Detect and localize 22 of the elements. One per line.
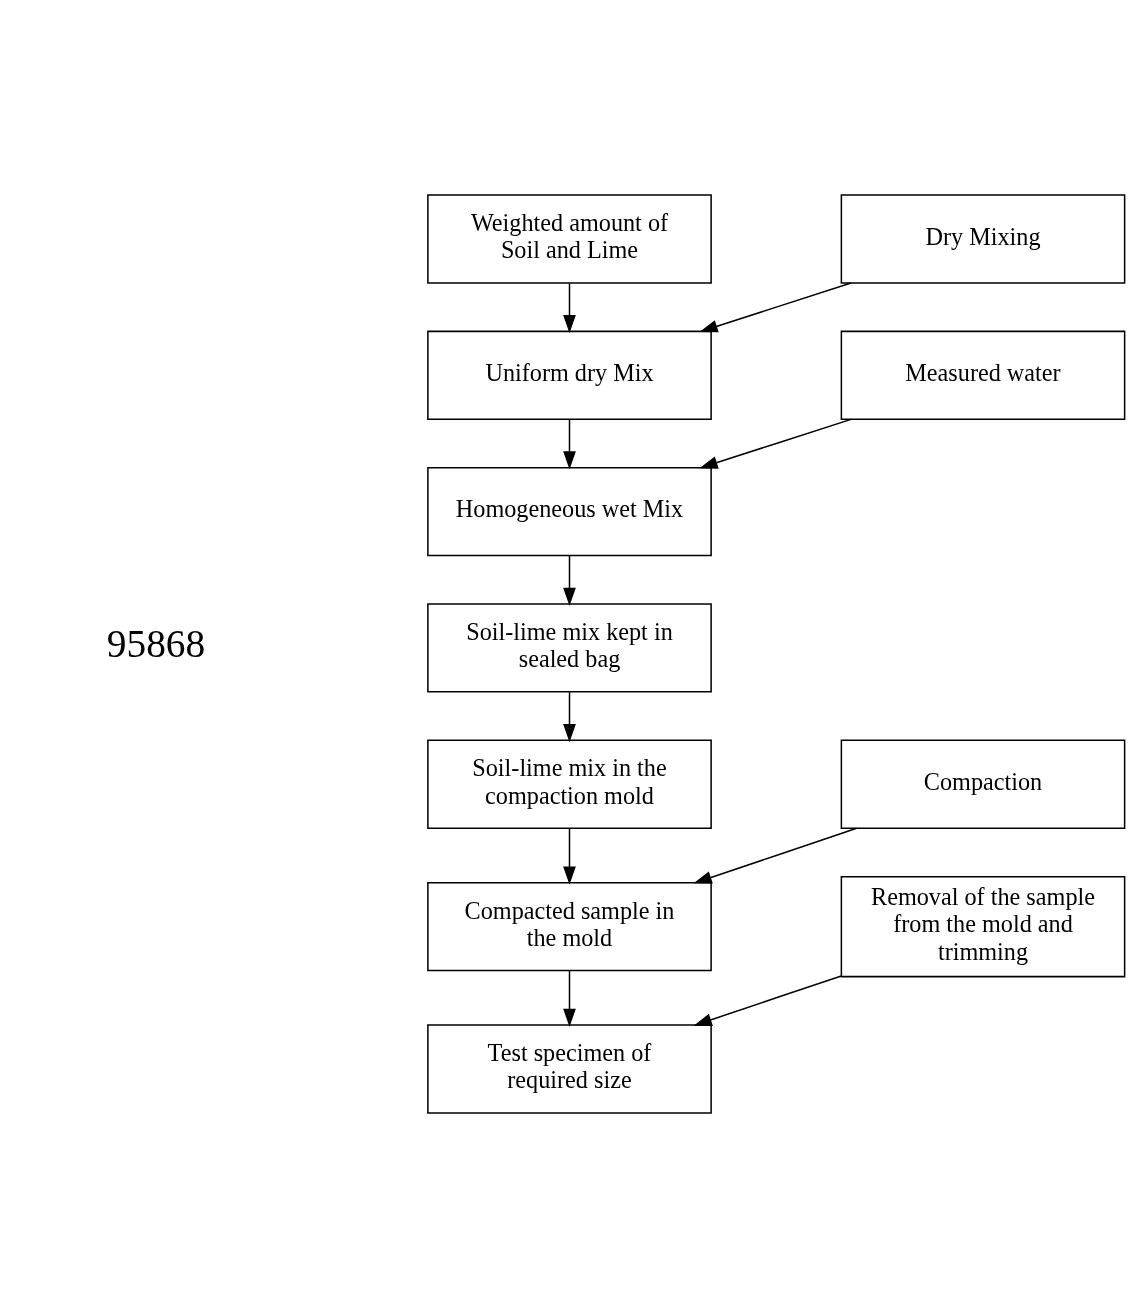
node-box: Removal of the sample from the mold and trimming [840,875,1126,977]
arrow [563,418,576,470]
node-box: Test specimen of required size [427,1023,712,1114]
arrow [693,974,843,1026]
arrow [699,418,852,469]
arrow [693,827,858,884]
label: 95868 [106,621,206,666]
arrow [699,281,852,332]
node-box: Uniform dry Mix [427,330,712,420]
node-box: Soil-lime mix in the compaction mold [427,739,712,829]
arrow [563,554,576,606]
node-box: Compacted sample in the mold [427,881,712,971]
arrow [563,969,576,1027]
arrow [563,282,576,333]
node-box: Compaction [840,739,1126,829]
arrow [563,827,576,885]
node-box: Measured water [840,330,1126,420]
node-box: Dry Mixing [840,193,1126,284]
node-box: Soil-lime mix kept in sealed bag [427,602,712,693]
node-box: Weighted amount of Soil and Lime [427,193,712,284]
node-box: Homogeneous wet Mix [427,466,712,556]
arrow [563,691,576,742]
